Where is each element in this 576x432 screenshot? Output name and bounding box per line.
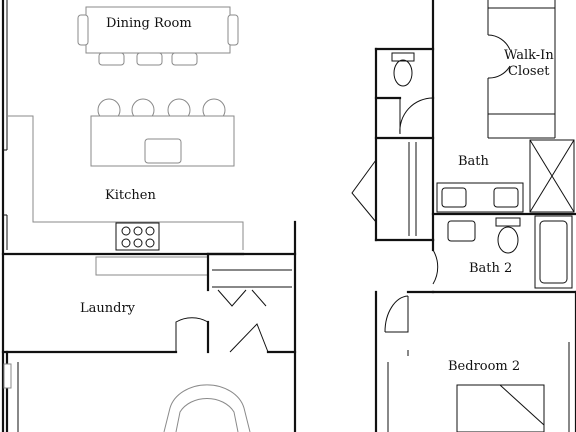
interior-walls-right [374, 0, 576, 432]
door-swing-icon [175, 317, 209, 352]
door-swing-icon [229, 323, 269, 353]
kitchen-label: Kitchen [105, 188, 156, 203]
toilet-tank [391, 52, 415, 62]
door-swing-icon [399, 97, 434, 135]
bedroom-2-label: Bedroom 2 [448, 359, 520, 374]
door-swing-icon [351, 159, 377, 223]
kitchen-counter [7, 115, 244, 276]
bathtub-icon [163, 384, 251, 432]
toilet-room [391, 52, 434, 135]
exterior-walls [1, 0, 8, 432]
sink-icon [441, 187, 467, 208]
interior-walls-left [1, 220, 297, 432]
bathtub-icon [534, 215, 573, 289]
sink-icon [144, 138, 182, 164]
door-swing-icon [251, 289, 267, 307]
door-swing-icon [385, 296, 409, 333]
shower-icon [529, 139, 575, 213]
door-swing-icon [487, 65, 511, 79]
bath-2-label: Bath 2 [469, 261, 512, 276]
dining-table [77, 6, 239, 66]
bed-icon [456, 384, 545, 432]
table [85, 6, 231, 54]
chair-icon [98, 52, 125, 66]
kitchen-island [90, 98, 235, 167]
door-swing-icon [432, 249, 439, 285]
toilet-icon [393, 59, 413, 87]
sink-icon [493, 187, 519, 208]
chair-icon [77, 14, 89, 46]
dining-room-label: Dining Room [106, 16, 192, 31]
door-swing-icon [487, 34, 511, 51]
bedroom-2 [384, 290, 576, 432]
vanity [436, 182, 524, 213]
door-swing-icon [217, 289, 247, 307]
bath-2-fixtures [432, 215, 573, 289]
laundry-doors [175, 289, 269, 353]
walk-in-closet-label-1: Walk-In [504, 48, 554, 63]
toilet-icon [497, 226, 519, 254]
chair-icon [171, 52, 198, 66]
walk-in-closet [487, 0, 556, 139]
laundry-label: Laundry [80, 301, 136, 316]
chair-icon [136, 52, 163, 66]
laundry-counter [95, 256, 209, 276]
chair-icon [227, 14, 239, 46]
sink-icon [447, 220, 476, 242]
lower-left-room [3, 350, 251, 432]
linen-closet [351, 142, 417, 236]
walk-in-closet-label-2: Closet [508, 64, 550, 79]
bath-label: Bath [458, 154, 490, 169]
toilet-tank [495, 217, 521, 227]
window [3, 363, 12, 389]
bath-fixtures [436, 139, 575, 213]
